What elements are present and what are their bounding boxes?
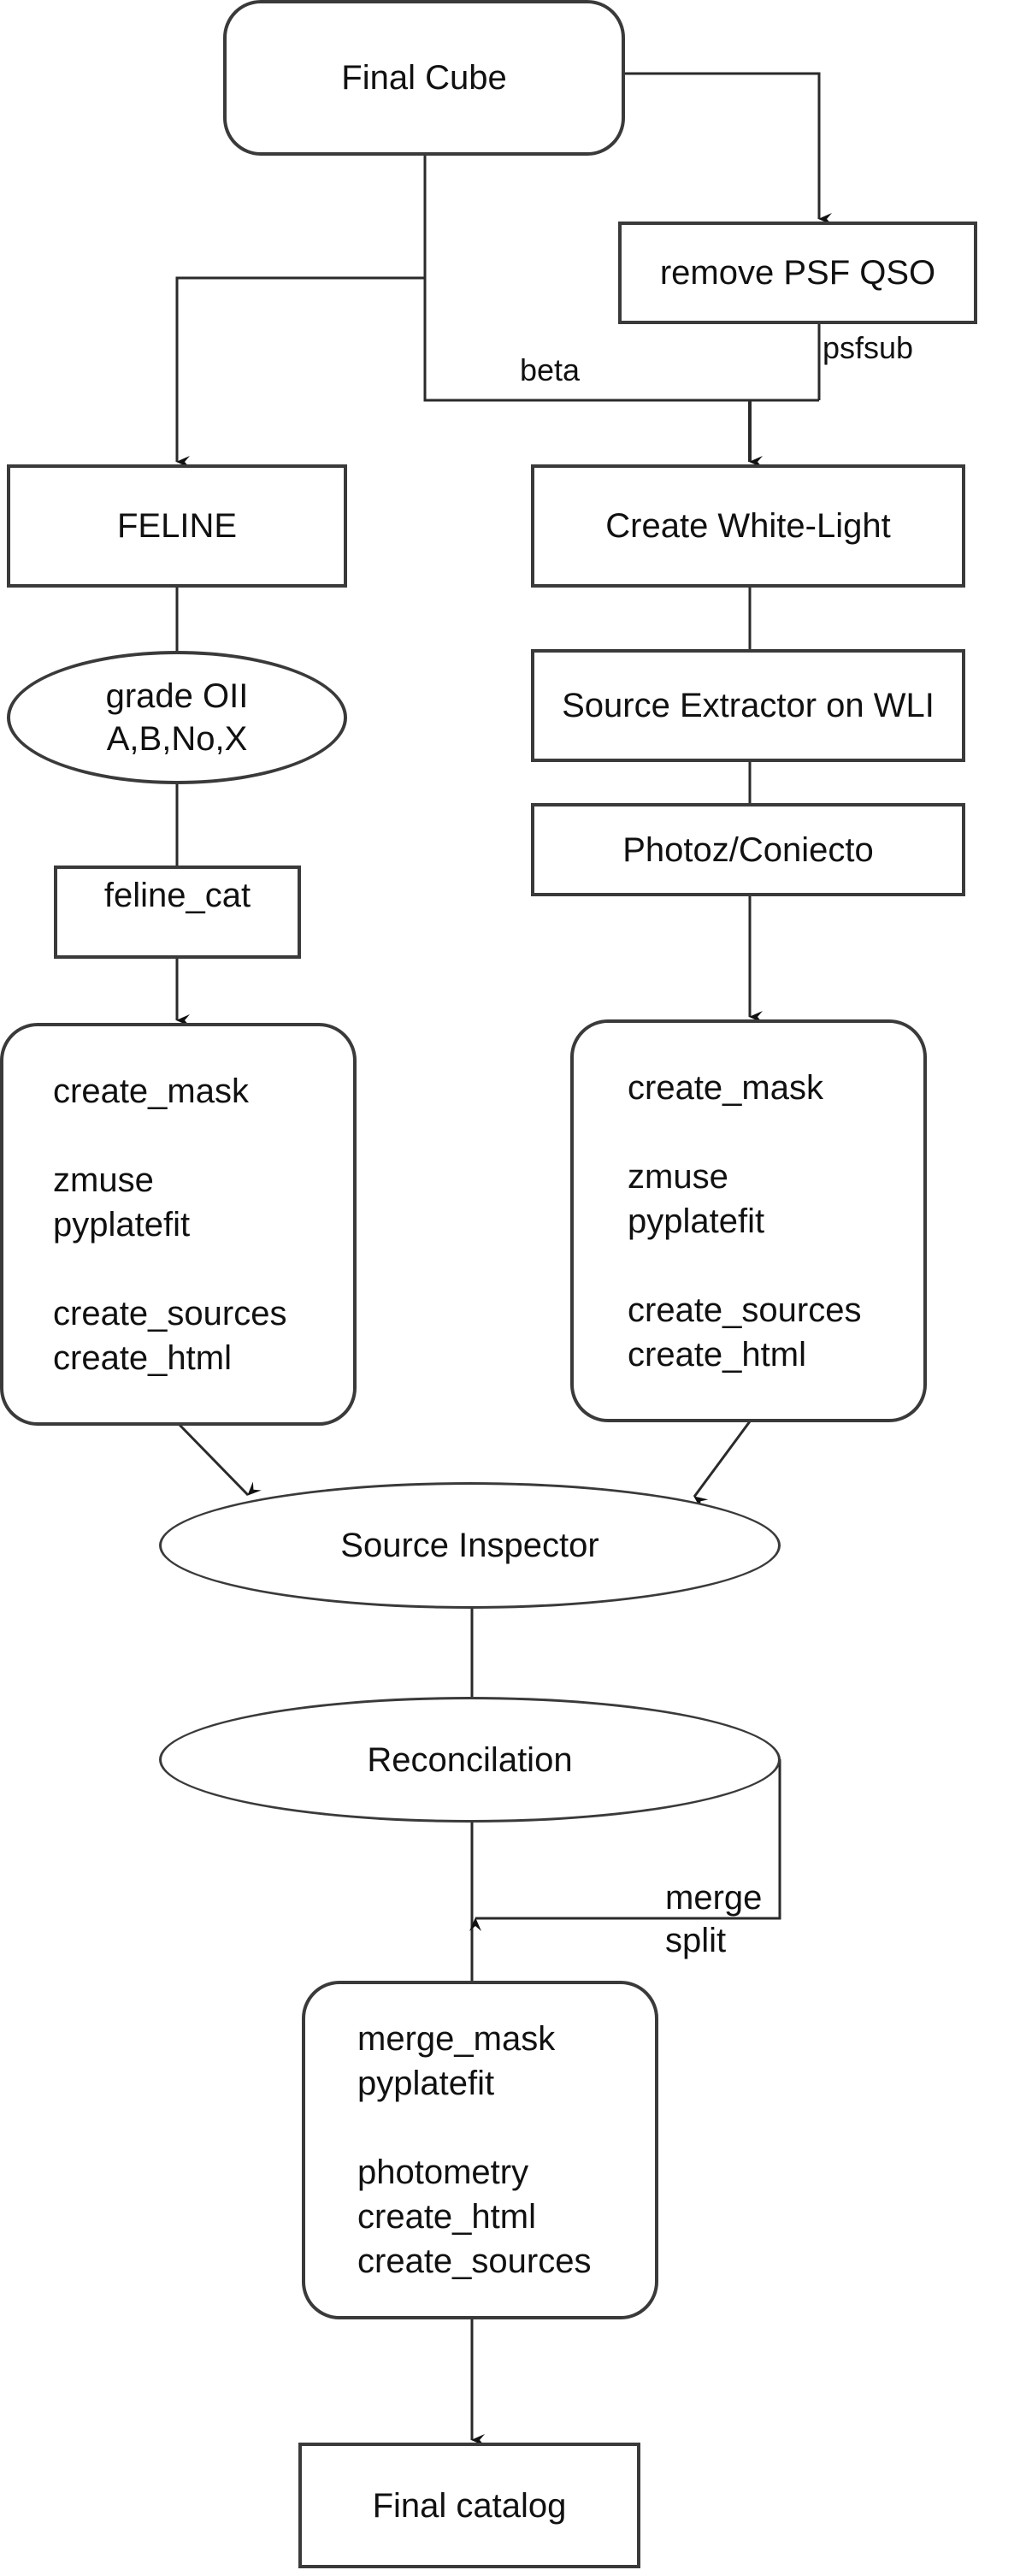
step-pyplatefit: pyplatefit	[357, 2065, 495, 2102]
step-gap	[357, 2106, 591, 2150]
step-merge-mask: merge_mask	[357, 2020, 556, 2058]
step-create-mask: create_mask	[53, 1072, 249, 1110]
node-merge-processing[interactable]: merge_mask pyplatefit photometry create_…	[302, 1981, 658, 2319]
step-zmuse: zmuse	[53, 1161, 154, 1199]
step-gap	[628, 1110, 861, 1155]
edge-label-split: split	[665, 1922, 727, 1959]
step-create-html: create_html	[53, 1338, 232, 1377]
edge-label-merge: merge	[665, 1879, 763, 1917]
right-processing-steps: create_mask zmuse pyplatefit create_sour…	[628, 1066, 861, 1377]
node-grade-oii[interactable]: grade OII A,B,No,X	[7, 651, 347, 784]
step-gap	[53, 1247, 286, 1291]
node-final-catalog-label: Final catalog	[372, 2486, 567, 2525]
node-right-processing[interactable]: create_mask zmuse pyplatefit create_sour…	[570, 1019, 927, 1422]
edge-label-psfsub: psfsub	[823, 330, 914, 365]
node-grade-oii-line1: grade OII	[105, 677, 249, 715]
node-photoz-coniecto[interactable]: Photoz/Coniecto	[531, 803, 965, 896]
node-reconcilation-label: Reconcilation	[367, 1740, 573, 1779]
step-create-sources: create_sources	[357, 2242, 592, 2280]
step-zmuse: zmuse	[628, 1157, 728, 1196]
edge-rightbox-inspector	[693, 1421, 752, 1510]
node-feline-cat[interactable]: feline_cat	[54, 866, 301, 959]
node-source-extractor[interactable]: Source Extractor on WLI	[531, 649, 965, 762]
step-gap	[53, 1114, 286, 1158]
node-create-white-light[interactable]: Create White-Light	[531, 464, 965, 588]
node-grade-oii-line2: A,B,No,X	[106, 720, 248, 758]
edge-label-beta: beta	[520, 352, 581, 387]
node-source-inspector[interactable]: Source Inspector	[159, 1482, 781, 1609]
edge-finalcube-feline	[175, 154, 427, 468]
step-pyplatefit: pyplatefit	[628, 1202, 765, 1240]
node-feline-label: FELINE	[116, 507, 238, 545]
step-pyplatefit: pyplatefit	[53, 1205, 191, 1244]
step-create-html: create_html	[357, 2198, 536, 2236]
step-create-html: create_html	[628, 1335, 806, 1374]
node-reconcilation[interactable]: Reconcilation	[159, 1697, 781, 1823]
node-feline-cat-label: feline_cat	[103, 877, 251, 914]
edge-reconcilation-loop	[469, 1759, 781, 1931]
edge-finalcube-beta	[423, 278, 819, 402]
node-create-white-light-label: Create White-Light	[605, 507, 891, 545]
step-create-sources: create_sources	[53, 1294, 287, 1332]
node-remove-psf-qso[interactable]: remove PSF QSO	[618, 222, 977, 324]
node-final-cube[interactable]: Final Cube	[223, 0, 625, 156]
edge-finalcube-removepsf	[624, 72, 832, 225]
edge-leftbox-inspector	[178, 1423, 262, 1497]
node-final-cube-label: Final Cube	[341, 59, 507, 97]
step-create-sources: create_sources	[628, 1291, 862, 1329]
node-source-extractor-label: Source Extractor on WLI	[562, 687, 935, 724]
node-feline[interactable]: FELINE	[7, 464, 347, 588]
node-remove-psf-qso-label: remove PSF QSO	[659, 254, 936, 292]
node-left-processing[interactable]: create_mask zmuse pyplatefit create_sour…	[0, 1023, 357, 1426]
step-create-mask: create_mask	[628, 1068, 823, 1107]
node-photoz-coniecto-label: Photoz/Coniecto	[622, 830, 874, 869]
node-final-catalog[interactable]: Final catalog	[298, 2443, 640, 2568]
left-processing-steps: create_mask zmuse pyplatefit create_sour…	[53, 1069, 286, 1380]
node-source-inspector-label: Source Inspector	[340, 1527, 599, 1564]
merge-processing-steps: merge_mask pyplatefit photometry create_…	[357, 2017, 591, 2284]
step-photometry: photometry	[357, 2154, 529, 2191]
step-gap	[628, 1244, 861, 1288]
